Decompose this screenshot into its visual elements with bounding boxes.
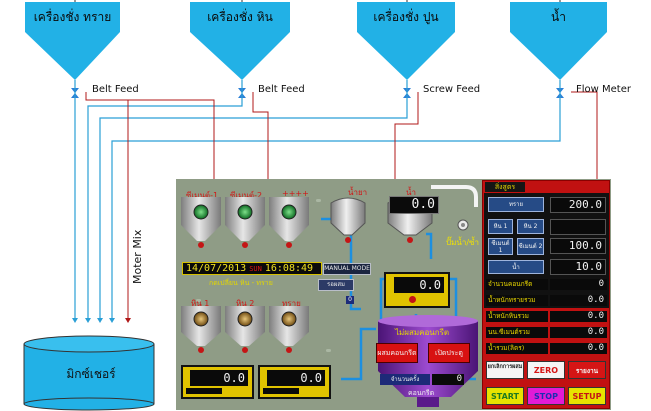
cement1-button[interactable]: ซีเมนต์ 1: [488, 238, 513, 255]
mixer-title: ไม่ผสมคอนกรีต: [395, 328, 450, 337]
date-text: 14/07/2013: [186, 263, 247, 274]
scale-box-left: 0.0: [181, 365, 254, 399]
water-button[interactable]: น้ำ: [488, 260, 544, 274]
hopper-funnel-sand: [25, 32, 120, 80]
hopper-cement-label: เครื่องชั่ง ปูน: [357, 2, 455, 32]
motor-mix-label: Moter Mix: [131, 229, 144, 284]
cement-silo-2[interactable]: [225, 197, 265, 248]
stone2-button[interactable]: หิน 2: [517, 219, 544, 234]
stone2-silo[interactable]: [225, 306, 265, 353]
report-button[interactable]: รายงาน: [568, 361, 606, 379]
water-pump-status: ปั๊มน้ำ/ซ้ำ: [446, 238, 479, 247]
scale-mid-value: 0.0: [267, 370, 325, 386]
cement-silo-1-label: ซีเมนต์-1: [186, 191, 219, 200]
row-label-concrete-count: จำนวนคอนกรีต: [486, 279, 548, 290]
feed-label-stone: Belt Feed: [258, 84, 305, 95]
water-tank-label: น้ำยา: [348, 188, 368, 197]
feed-label-sand: Belt Feed: [92, 84, 139, 95]
sand-value: 200.0: [550, 197, 606, 213]
row-label-stone-total: น้ำหนักหินรวม: [486, 311, 548, 322]
scale-left-value: 0.0: [190, 370, 248, 386]
stone1-label: หิน 1: [191, 299, 210, 308]
scale-box-mid: 0.0: [258, 365, 331, 399]
cement-silo-3[interactable]: [269, 197, 309, 248]
datetime-bar: 14/07/2013 SUN 16:08:49: [182, 262, 322, 275]
mode-count: 0: [346, 296, 354, 304]
manual-mode-button[interactable]: MANUAL MODE: [323, 263, 371, 275]
hopper-stone-label: เครื่องชั่ง หิน: [190, 2, 290, 32]
mode-caption: กดเปลี่ยน หิน - ทราย: [209, 279, 273, 287]
row-label-sand-total: น้ำหนักทรายรวม: [486, 295, 548, 306]
sand-button[interactable]: ทราย: [488, 197, 544, 212]
stone1-silo[interactable]: [181, 306, 221, 353]
cement-silos: [181, 197, 309, 248]
feed-label-water: Flow Meter: [576, 84, 631, 95]
cement-silo-1[interactable]: [181, 197, 221, 248]
row-label-water-total: น้ำรวม(ลิตร): [486, 343, 548, 354]
cement-value: 100.0: [550, 238, 606, 254]
hopper-funnel-stone: [190, 32, 290, 80]
row-label-cement-total: นน.ซีเมนต์รวม: [486, 327, 548, 338]
stop-button[interactable]: STOP: [527, 387, 565, 405]
cement2-button[interactable]: ซีเมนต์ 2: [517, 238, 544, 255]
stone2-label: หิน 2: [236, 299, 255, 308]
scale-center-value: 0.0: [394, 277, 444, 293]
pump-icon: [454, 216, 472, 231]
start-button[interactable]: START: [486, 387, 524, 405]
stone1-button[interactable]: หิน 1: [488, 219, 513, 234]
hopper-funnel-cement: [357, 32, 455, 80]
hopper-funnel-water: [510, 32, 607, 80]
mixer-bottom-label: คอนกรีต: [408, 389, 435, 397]
aggregate-silos: [181, 306, 309, 353]
hopper-water-label: น้ำ: [510, 2, 607, 32]
mixer-tank: [23, 335, 155, 411]
mix-concrete-button[interactable]: ผสมคอนกรีต: [376, 343, 418, 363]
open-gate-button[interactable]: เปิดประตู: [428, 343, 470, 363]
row-value-concrete-count: 0: [550, 279, 607, 290]
feed-label-cement: Screw Feed: [423, 84, 481, 95]
cancel-mix-button[interactable]: ยกเลิกการผสม: [486, 361, 524, 379]
scale-box-center: 0.0: [384, 272, 450, 308]
row-value-stone-total: 0.0: [550, 311, 607, 322]
red-wires: [85, 91, 598, 318]
cement-silo-2-label: ซีเมนต์-2: [230, 191, 263, 200]
zero-button[interactable]: ZERO: [527, 361, 565, 379]
row-value-water-total: 0.0: [550, 343, 607, 354]
row-value-sand-total: 0.0: [550, 295, 607, 306]
stone-value: [550, 219, 606, 235]
control-panel: สิ่งสูตร ทราย 200.0 หิน 1 หิน 2 ซีเมนต์ …: [482, 180, 610, 409]
hopper-sand-label: เครื่องชั่ง ทราย: [25, 2, 120, 32]
water-tank2-label: น้ำ: [406, 188, 416, 197]
time-text: 16:08:49: [264, 263, 314, 274]
cement-silo-3-label: ++++: [282, 189, 309, 198]
wait-mix-button[interactable]: รอผสม: [318, 279, 354, 291]
water-value-display: 0.0: [389, 196, 439, 214]
day-text: SUN: [249, 264, 262, 273]
water-value: 10.0: [550, 259, 606, 275]
sand-label: ทราย: [282, 299, 301, 308]
mixer-label: มิกซ์เชอร์: [66, 367, 116, 381]
batch-value: 0: [432, 374, 464, 385]
setup-button[interactable]: SETUP: [568, 387, 606, 405]
batch-label: จำนวนครั้ง: [380, 374, 430, 385]
row-value-cement-total: 0.0: [550, 327, 607, 338]
sand-silo[interactable]: [269, 306, 309, 353]
hmi-panel: ซีเมนต์-1 ซีเมนต์-2 ++++ น้ำยา น้ำ: [176, 179, 611, 410]
recipe-tab[interactable]: สิ่งสูตร: [485, 182, 525, 192]
blue-pipes: [74, 80, 561, 318]
